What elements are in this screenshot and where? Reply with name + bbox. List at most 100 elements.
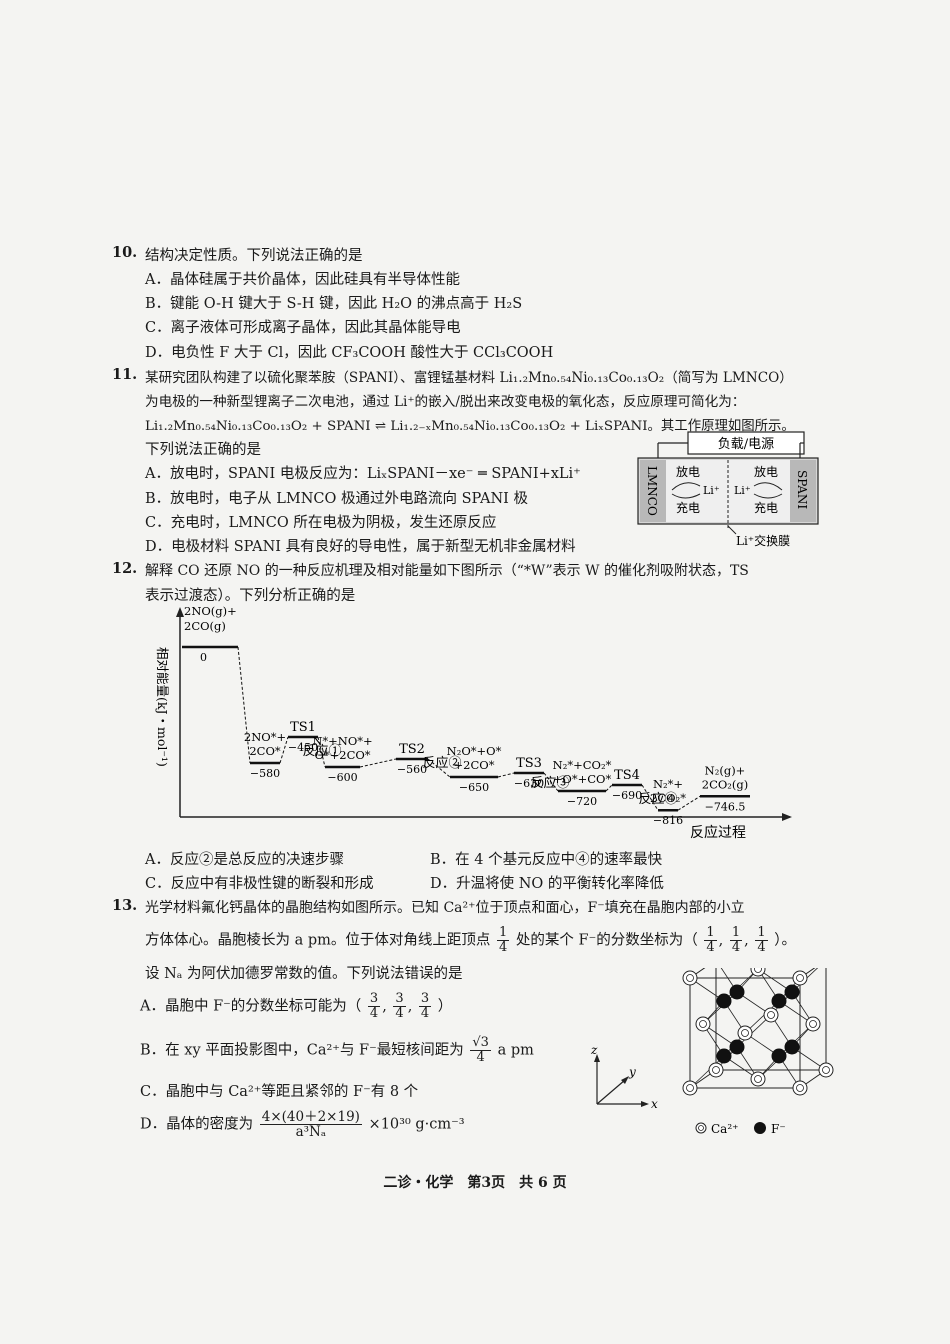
level-value-3: −600 (327, 771, 357, 784)
q13-line-2-part-a: 方体体心。晶胞棱长为 a pm。位于体对角线上距顶点 (145, 932, 491, 949)
ca-ion-10 (737, 1025, 753, 1041)
q10-stem: 结构决定性质。下列说法正确的是 (145, 248, 363, 264)
q13-option-a-text: A．晶胞中 F⁻的分数坐标可能为（ (140, 998, 362, 1015)
q12-option-d: D．升温将使 NO 的平衡转化率降低 (430, 876, 664, 892)
crystal-cell-diagram: z x y Ca²⁺ F⁻ (590, 968, 834, 1136)
energy-connector-9 (677, 795, 701, 811)
f-ion-6 (784, 1039, 800, 1055)
energy-connector-7 (605, 784, 613, 792)
left-discharge-label: 放电 (676, 464, 700, 479)
z-axis-label: z (590, 1043, 598, 1057)
state-label-10-0: N₂(g)+ (705, 763, 746, 777)
legend-f: F⁻ (771, 1122, 786, 1136)
level-value-1: −580 (250, 767, 280, 780)
y-axis-label: y (628, 1065, 636, 1079)
q10-number: 10. (112, 244, 138, 261)
ca-ion-2 (708, 1062, 724, 1078)
ts-label-2: TS1 (290, 720, 316, 735)
state-label-7-1: +O*+CO* (553, 772, 612, 786)
q12-line-1: 解释 CO 还原 NO 的一种反应机理及相对能量如下图所示（“*W”表示 W 的… (145, 563, 749, 579)
ca-ion-11 (763, 1007, 779, 1023)
ca-ion-0 (682, 1080, 698, 1096)
q13-line-1: 光学材料氟化钙晶体的晶胞结构如图所示。已知 Ca²⁺位于顶点和面心，F⁻填充在晶… (145, 900, 745, 916)
bond-line (757, 1046, 793, 1080)
state-label-9-0: N₂*+ (653, 777, 683, 791)
lmnco-electrode (640, 460, 666, 522)
level-value-9: −816 (653, 814, 683, 827)
right-li-ion-label: Li⁺ (734, 484, 751, 497)
q13-option-b-unit: a pm (497, 1042, 534, 1059)
ca-ion-4 (792, 1080, 808, 1096)
level-value-7: −720 (567, 795, 597, 808)
q13-option-d-text: D．晶体的密度为 (140, 1116, 254, 1133)
q11-equation-line: Li₁.₂Mn₀.₅₄Ni₀.₁₃Co₀.₁₃O₂ + SPANI ⇌ Li₁.… (145, 419, 795, 434)
level-value-0: 0 (200, 651, 207, 664)
level-value-2: −450 (288, 741, 318, 754)
energy-connector-6 (543, 772, 559, 792)
q13-line-3: 设 Nₐ 为阿伏加德罗常数的值。下列说法错误的是 (145, 966, 463, 982)
q10-option-d: D．电负性 F 大于 Cl，因此 CF₃COOH 酸性大于 CCl₃COOH (145, 345, 554, 361)
x-axis-label: x (651, 1097, 658, 1111)
state-label-1-0: 2NO*+ (244, 730, 286, 744)
f-ion-2 (729, 1039, 745, 1055)
state-label-5-0: N₂O*+O* (447, 744, 502, 758)
reaction-label-4: 反应④ (638, 791, 677, 807)
state-label-3-1: O*+2CO* (314, 748, 370, 762)
left-li-ion-label: Li⁺ (703, 484, 720, 497)
ca-ion-5 (792, 970, 808, 986)
energy-connector-3 (359, 758, 397, 768)
bond-line (744, 1000, 780, 1034)
level-value-4: −560 (397, 763, 427, 776)
q13-line-2-part-b: 处的某个 F⁻的分数坐标为（ (515, 932, 698, 949)
spani-label: SPANI (795, 470, 809, 509)
state-label-1-1: 2CO* (249, 744, 281, 758)
state-label-0-0: 2NO(g)+ (184, 605, 237, 618)
spani-electrode (790, 460, 816, 522)
f-ion-3 (729, 984, 745, 1000)
right-charge-label: 充电 (754, 500, 778, 515)
bond-line (723, 968, 759, 1002)
right-discharge-label: 放电 (754, 464, 778, 479)
q11-line-4: 下列说法正确的是 (145, 442, 261, 458)
state-label-9-1: 2CO₂* (650, 791, 686, 805)
f-ion-1 (716, 993, 732, 1009)
q12-option-b: B．在 4 个基元反应中④的速率最快 (430, 852, 663, 868)
bond-line (736, 1014, 772, 1048)
ca-ion-8 (750, 1071, 766, 1087)
battery-diagram: 负载/电源 LMNCO SPANI 放电 充电 放电 充电 Li⁺ Li⁺ Li… (637, 431, 819, 548)
legend-ca: Ca²⁺ (711, 1122, 738, 1136)
ca-ion-6 (818, 1062, 834, 1078)
ts-label-6: TS3 (516, 756, 542, 771)
density-numerator: 4×(40＋2×19) (259, 1109, 362, 1125)
level-value-8: −690 (612, 789, 642, 802)
energy-profile-chart: 相对能量(kJ・mol⁻¹) 反应过程 2NO(g)+2CO(g)02NO*+2… (155, 605, 792, 841)
level-value-5: −650 (459, 781, 489, 794)
lmnco-label: LMNCO (645, 466, 659, 516)
ts-label-8: TS4 (614, 768, 640, 783)
q12-line-2: 表示过渡态）。下列分析正确的是 (145, 588, 356, 604)
q10-option-b: B．键能 O-H 键大于 S-H 键，因此 H₂O 的沸点高于 H₂S (145, 296, 523, 312)
bond-line (778, 1023, 814, 1057)
q13-option-d-unit: ×10³⁰ g·cm⁻³ (368, 1116, 465, 1133)
bond-line (791, 968, 819, 993)
q13-number: 13. (112, 897, 138, 914)
q11-option-a: A．放电时，SPANI 电极反应为：LiₓSPANI－xe⁻ ═ SPANI+x… (145, 466, 581, 482)
state-label-3-0: N*+NO*+ (312, 734, 372, 748)
q10-option-a: A．晶体硅属于共价晶体，因此硅具有半导体性能 (145, 272, 460, 288)
bond-line (689, 1055, 725, 1089)
f-ion-4 (771, 1048, 787, 1064)
page-footer: 二诊・化学 第3页 共 6 页 (383, 1175, 567, 1191)
q11-number: 11. (112, 366, 138, 383)
state-label-5-1: +2CO* (454, 758, 495, 772)
energy-connector-1 (279, 736, 289, 764)
state-label-7-0: N₂*+CO₂* (553, 758, 612, 772)
reaction-label-3: 反应③ (530, 775, 569, 791)
bond-line (702, 991, 738, 1025)
ca-ion-1 (682, 970, 698, 986)
ca-ion-13 (805, 1016, 821, 1032)
left-charge-label: 充电 (676, 500, 700, 515)
